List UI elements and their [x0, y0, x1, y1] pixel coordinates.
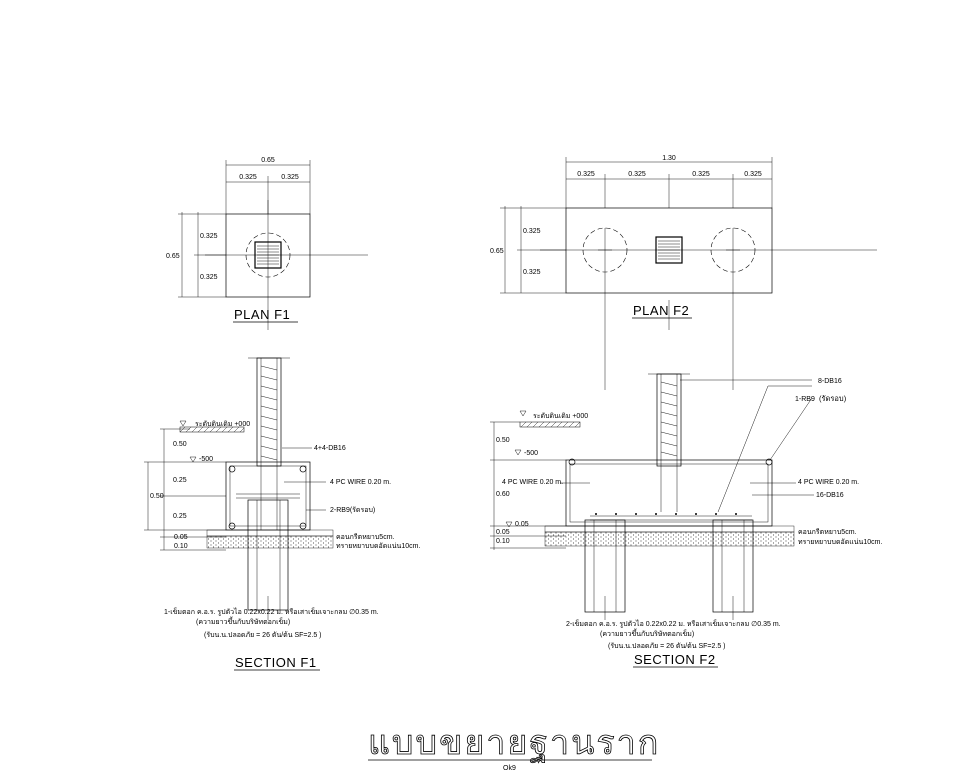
dim-label: 0.25 — [173, 513, 187, 520]
pile-note: (รับน.น.ปลอดภัย = 26 ตัน/ต้น SF=2.5 ) — [608, 642, 726, 650]
dim-label: 0.325 — [523, 228, 541, 235]
pile-note: (ความยาวขึ้นกับบริษัทตอกเข็ม) — [600, 627, 694, 638]
callout-sand: ทรายหยาบบดอัดแน่น10cm. — [336, 542, 420, 550]
dim-label: 0.65 — [261, 157, 275, 164]
dim-label: 0.05 — [496, 529, 510, 536]
section-f2-title: SECTION F2 — [634, 652, 716, 667]
sheet-title: แบบขยายฐานราก Ok9 — [368, 723, 660, 772]
dim-label: 0.325 — [200, 233, 218, 240]
callout-rb9-note: (รัดรอบ) — [819, 394, 847, 403]
dim-label: 0.50 — [173, 441, 187, 448]
ground-level-label: ระดับดินเดิม +000 — [195, 420, 250, 428]
dim-label: 0.325 — [692, 171, 710, 178]
plan-f1-title: PLAN F1 — [234, 307, 290, 322]
plan-f2-title: PLAN F2 — [633, 303, 689, 318]
dim-label: 0.325 — [281, 174, 299, 181]
callout-db16: 8-DB16 — [818, 378, 842, 385]
sheet-title-text: แบบขยายฐานราก — [368, 723, 660, 763]
level-label: -500 — [199, 456, 213, 463]
dim-label: 0.65 — [490, 248, 504, 255]
dim-label: 0.325 — [200, 274, 218, 281]
sheet-subtitle: Ok9 — [503, 765, 516, 772]
dim-label: 0.325 — [744, 171, 762, 178]
callout-rb9: 1-RB9 — [795, 396, 815, 403]
pile-note: 1-เข็มตอก ค.อ.ร. รูปตัวไอ 0.22x0.22 ม. ห… — [164, 607, 379, 616]
section-f1-title: SECTION F1 — [235, 655, 317, 670]
dim-label: 0.325 — [523, 269, 541, 276]
callout-rb9: 2-RB9(รัดรอบ) — [330, 506, 375, 514]
callout-wire-left: 4 PC WIRE 0.20 m. — [502, 479, 563, 486]
dim-label: 0.10 — [174, 543, 188, 550]
dim-label: 0.65 — [166, 253, 180, 260]
dim-label: 1.30 — [662, 155, 676, 162]
dim-label: 0.325 — [628, 171, 646, 178]
dim-label: 0.50 — [496, 437, 510, 444]
dim-label: 0.325 — [239, 174, 257, 181]
callout-bottom-bars: 16-DB16 — [816, 492, 844, 499]
plan-f1: 0.65 0.325 0.325 0.65 0.325 0.325 PLAN F… — [166, 157, 368, 330]
pile-note: (รับน.น.ปลอดภัย = 26 ตัน/ต้น SF=2.5 ) — [204, 631, 322, 639]
callout-lean-concrete: คอนกรีตหยาบ5cm. — [798, 528, 857, 536]
callout-lean-concrete: คอนกรีตหยาบ5cm. — [336, 533, 395, 541]
dim-label: 0.325 — [577, 171, 595, 178]
plan-f2: 1.30 0.325 0.325 0.325 0.325 0.65 0.325 … — [490, 155, 877, 390]
callout-rebar: 4+4-DB16 — [314, 445, 346, 452]
callout-wire-right: 4 PC WIRE 0.20 m. — [798, 479, 859, 486]
section-f2: ระดับดินเดิม +000 -500 0.50 0.60 0.05 0.… — [490, 373, 882, 668]
dim-label: 0.25 — [173, 477, 187, 484]
dim-label: 0.05 — [174, 534, 188, 541]
callout-wire: 4 PC WIRE 0.20 m. — [330, 479, 391, 486]
dim-label: 0.50 — [150, 493, 164, 500]
level-label: 0.05 — [515, 521, 529, 528]
pile-note: (ความยาวขึ้นกับบริษัทตอกเข็ม) — [196, 615, 290, 626]
callout-sand: ทรายหยาบบดอัดแน่น10cm. — [798, 538, 882, 546]
ground-level-label: ระดับดินเดิม +000 — [533, 412, 588, 420]
pile-note: 2-เข็มตอก ค.อ.ร. รูปตัวไอ 0.22x0.22 ม. ห… — [566, 619, 781, 628]
dim-label: 0.10 — [496, 538, 510, 545]
section-f1: ระดับดินเดิม +000 -500 0.50 0.25 0.25 0.… — [144, 357, 420, 671]
dim-label: 0.60 — [496, 491, 510, 498]
level-label: -500 — [524, 450, 538, 457]
